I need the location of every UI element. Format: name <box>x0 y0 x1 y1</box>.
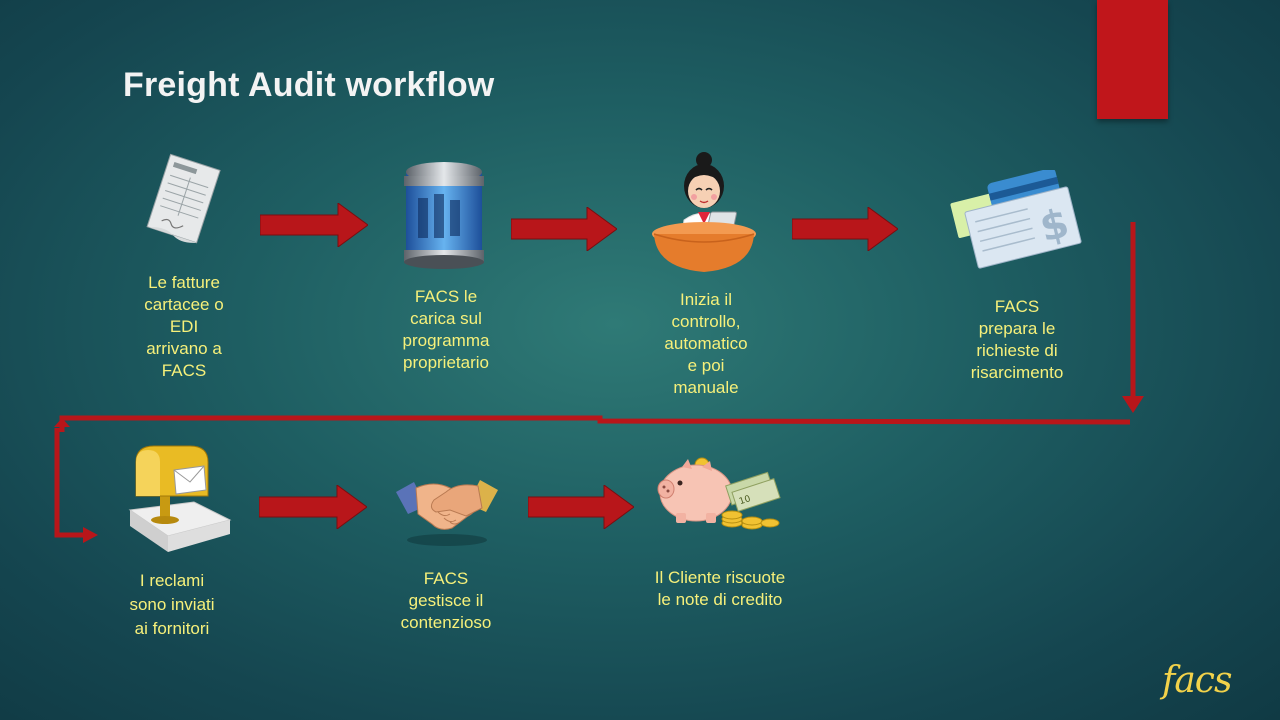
svg-text:10: 10 <box>738 494 752 507</box>
operator-icon <box>652 152 756 272</box>
step-label-1: Le fatture cartacee o EDI arrivano a FAC… <box>144 273 224 380</box>
flow-arrow-5 <box>528 485 634 529</box>
slide-title: Freight Audit workflow <box>123 66 495 104</box>
check-money-icon: $ <box>950 170 1082 269</box>
handshake-icon <box>396 480 498 546</box>
database-icon <box>404 162 484 269</box>
step-label-4: FACS prepara le richieste di risarciment… <box>970 297 1064 382</box>
mailbox-icon <box>128 445 232 552</box>
facs-logo: facs <box>1162 660 1232 701</box>
flow-arrow-4 <box>259 485 367 529</box>
step-label-6: FACS gestisce il contenzioso <box>400 569 492 632</box>
flow-arrow-3 <box>792 207 898 251</box>
step-label-5: I reclami sono inviati ai fornitori <box>129 571 215 638</box>
step-label-3: Inizia il controllo, automatico e poi ma… <box>664 290 748 397</box>
flow-arrow-1 <box>260 203 368 247</box>
piggy-bank-icon: 10 <box>657 457 781 530</box>
invoice-icon <box>146 153 221 244</box>
step-label-2: FACS le carica sul programma proprietari… <box>402 287 490 372</box>
flow-arrow-2 <box>511 207 617 251</box>
red-corner-tab <box>1097 0 1168 119</box>
step-label-7: Il Cliente riscuote le note di credito <box>654 568 786 609</box>
